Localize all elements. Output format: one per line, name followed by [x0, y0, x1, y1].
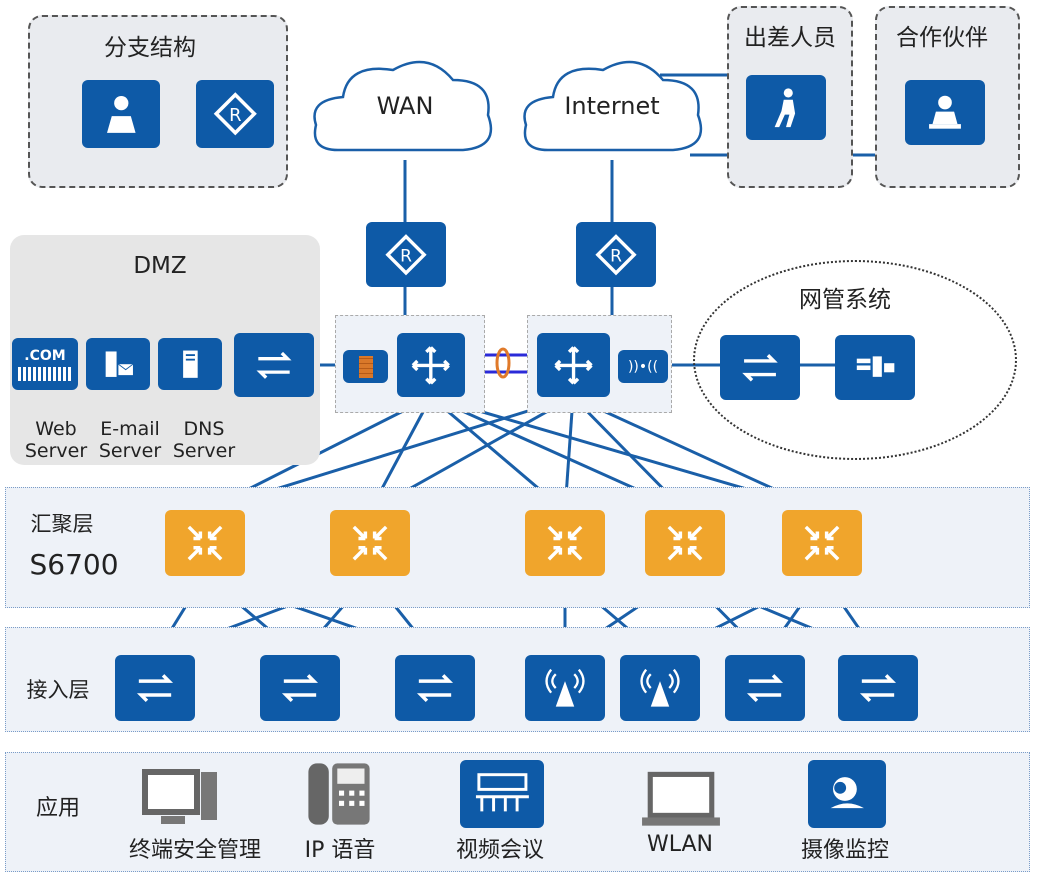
ips-sensor-icon: ))•(( [618, 350, 668, 383]
app-label-wlan: WLAN [646, 832, 714, 857]
partner-group [875, 6, 1020, 188]
camera-icon [808, 760, 886, 828]
partner-icon [905, 80, 985, 145]
nms-label: 网管系统 [799, 287, 891, 313]
aggregation-model: S6700 [29, 548, 119, 581]
access-label: 接入层 [26, 678, 90, 702]
travel-label: 出差人员 [744, 25, 836, 51]
internet-cloud-icon [523, 60, 703, 152]
branch-user-icon [82, 80, 160, 148]
access-switch-icon [115, 655, 195, 721]
svg-text:R: R [400, 246, 412, 266]
aggregation-switch-icon [330, 510, 410, 576]
app-label-ip-voice: IP 语音 [304, 838, 376, 863]
dmz-switch-icon [234, 333, 314, 397]
app-label-endpoint-security: 终端安全管理 [128, 838, 262, 863]
internet-label: Internet [564, 92, 660, 120]
svg-text:R: R [610, 246, 622, 266]
aggregation-switch-icon [782, 510, 862, 576]
laptop-icon [640, 770, 722, 828]
dmz-label: DMZ [133, 253, 187, 279]
nms-switch-icon [720, 335, 800, 400]
access-switch-icon [838, 655, 918, 721]
web-server-icon-text: .COM [24, 347, 66, 364]
app-label-camera: 摄像监控 [800, 838, 890, 863]
core-switch-1-icon [397, 333, 465, 397]
aggregation-switch-icon [165, 510, 245, 576]
wan-cloud-icon [313, 60, 493, 152]
wan-label: WAN [376, 92, 434, 120]
access-switch-icon [395, 655, 475, 721]
svg-text:R: R [229, 105, 241, 126]
branch-router-icon: R [196, 80, 274, 148]
web-server-line2: Server [24, 440, 88, 462]
ip-phone-icon [302, 760, 376, 828]
partner-label: 合作伙伴 [896, 25, 988, 51]
dns-server-icon [158, 338, 222, 390]
dns-server-line2: Server [172, 440, 236, 462]
core-switch-2-icon [537, 333, 610, 397]
firewall-icon [343, 350, 388, 383]
access-point-icon [620, 655, 700, 721]
web-server-line1: Web [35, 418, 77, 440]
aggregation-label: 汇聚层 [30, 512, 94, 536]
email-server-line2: Server [98, 440, 162, 462]
wan-router-icon: R [366, 222, 446, 287]
internet-router-icon: R [576, 222, 656, 287]
aggregation-switch-icon [645, 510, 725, 576]
web-server-icon: .COM [12, 338, 78, 390]
email-server-line1: E-mail [100, 418, 160, 440]
desktop-pc-icon [140, 768, 222, 828]
dns-server-line1: DNS [183, 418, 225, 440]
branch-label: 分支结构 [104, 35, 196, 61]
application-label: 应用 [35, 796, 81, 821]
traveler-icon [746, 75, 826, 140]
access-switch-icon [260, 655, 340, 721]
access-switch-icon [725, 655, 805, 721]
video-conference-icon [460, 760, 544, 828]
app-label-video-conference: 视频会议 [455, 838, 545, 863]
nms-server-icon [835, 335, 915, 400]
email-server-icon [86, 338, 150, 390]
stack-ring [495, 347, 511, 379]
access-point-icon [525, 655, 605, 721]
aggregation-switch-icon [525, 510, 605, 576]
nms-group [693, 260, 1017, 460]
aggregation-layer [5, 487, 1030, 608]
